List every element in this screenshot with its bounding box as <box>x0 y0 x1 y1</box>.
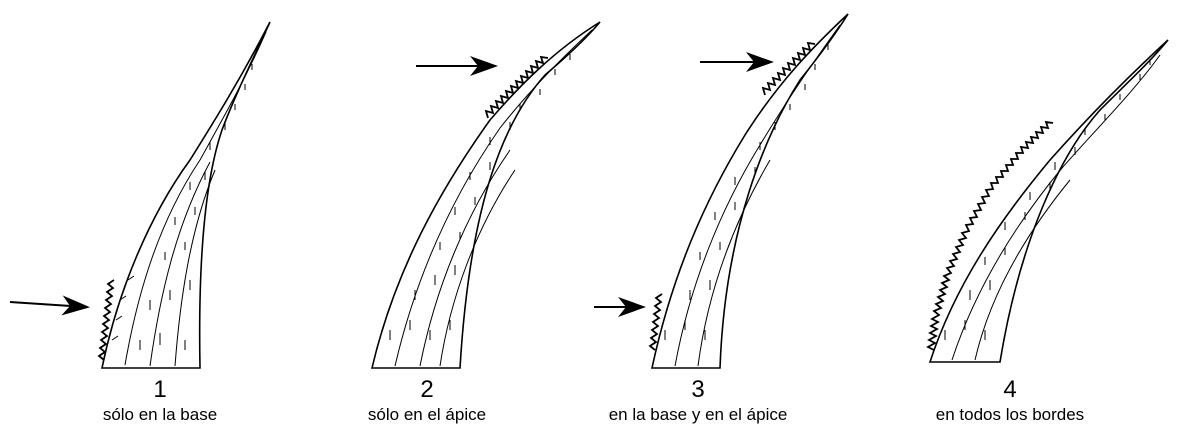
panel-label-2: 2 sólo en el ápice <box>297 378 557 423</box>
blade-4 <box>928 40 1168 362</box>
panel-number: 2 <box>297 378 557 402</box>
panel-label-4: 4 en todos los bordes <box>880 378 1140 423</box>
panel-caption: sólo en el ápice <box>297 406 557 423</box>
blade-3 <box>650 14 848 368</box>
blade-2 <box>372 22 600 368</box>
panel-caption: en la base y en el ápice <box>568 406 828 423</box>
panel-caption: sólo en la base <box>30 406 290 423</box>
panel-label-3: 3 en la base y en el ápice <box>568 378 828 423</box>
panel-number: 4 <box>880 378 1140 402</box>
panel-number: 3 <box>568 378 828 402</box>
arrow-right-icon <box>10 302 86 307</box>
blade-1 <box>99 22 270 368</box>
panel-label-1: 1 sólo en la base <box>30 378 290 423</box>
panel-number: 1 <box>30 378 290 402</box>
panel-caption: en todos los bordes <box>880 406 1140 423</box>
